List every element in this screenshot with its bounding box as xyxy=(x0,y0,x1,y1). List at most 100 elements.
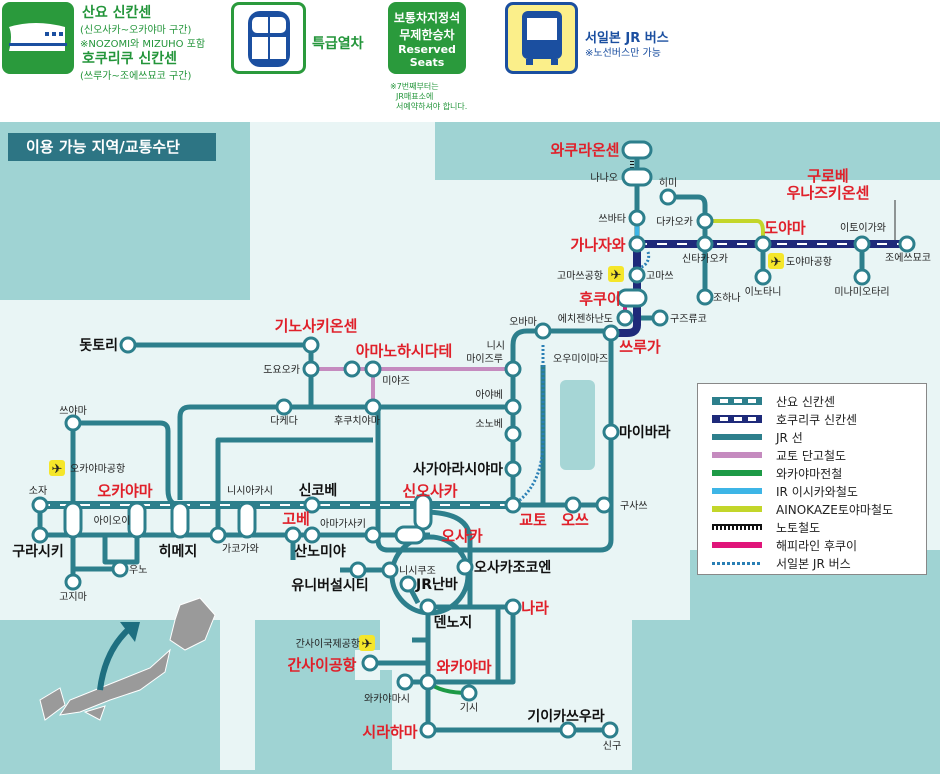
station-marker[interactable] xyxy=(381,561,399,579)
station-sonobe[interactable]: 소노베 xyxy=(475,418,522,443)
station-wakayama[interactable]: 와카야마 xyxy=(419,658,492,691)
station-minamiotari[interactable]: 미나미오타리 xyxy=(834,268,890,298)
station-toyama[interactable]: 도야마 xyxy=(754,219,806,253)
station-himi[interactable]: 히미 xyxy=(659,177,677,206)
station-otsu[interactable]: 오쓰 xyxy=(561,496,589,529)
station-marker[interactable] xyxy=(64,573,82,591)
station-marker[interactable] xyxy=(504,398,522,416)
station-marker[interactable] xyxy=(651,309,669,327)
station-tennoji[interactable]: 덴노지 xyxy=(419,598,472,631)
station-marker[interactable] xyxy=(504,360,522,378)
station-amanohashidate[interactable]: 아마노하시다테 xyxy=(343,342,452,378)
station-marker[interactable] xyxy=(534,322,552,340)
station-marker[interactable] xyxy=(394,525,426,545)
station-takeda[interactable]: 다케다 xyxy=(270,398,298,427)
station-kuzuryu[interactable]: 구즈류코 xyxy=(651,309,707,327)
station-kakogawa[interactable]: 가코가와 xyxy=(209,526,259,555)
station-marker[interactable] xyxy=(119,336,137,354)
station-saga[interactable]: 사가아라시야마 xyxy=(413,460,522,478)
station-marker[interactable] xyxy=(237,501,257,539)
station-universal[interactable]: 유니버설시티 xyxy=(291,561,369,594)
station-obama[interactable]: 오바마 xyxy=(509,316,552,340)
station-shintakaoka[interactable]: 신타카오카 xyxy=(682,235,728,265)
station-marker[interactable] xyxy=(170,501,190,539)
station-tottori[interactable]: 돗토리 xyxy=(79,336,137,354)
station-marker[interactable] xyxy=(364,398,382,416)
station-marker[interactable] xyxy=(396,673,414,691)
station-himeji[interactable]: 히메지 xyxy=(159,501,198,560)
station-kurobe1[interactable]: 구로베 xyxy=(807,167,848,185)
station-fukuchiyama[interactable]: 후쿠치야마 xyxy=(334,398,382,427)
station-kurobe2[interactable]: 우나즈키온센 xyxy=(787,184,870,202)
station-wakura[interactable]: 와쿠라온센 xyxy=(550,140,653,160)
station-marker[interactable] xyxy=(349,561,367,579)
station-kishi[interactable]: 기시 xyxy=(460,684,478,714)
station-marker[interactable] xyxy=(898,235,916,253)
station-marker[interactable] xyxy=(302,360,320,378)
station-marker[interactable] xyxy=(559,721,577,739)
station-toyooka[interactable]: 도요오카 xyxy=(263,360,320,378)
station-marker[interactable] xyxy=(616,309,634,327)
station-fukui[interactable]: 후쿠이 xyxy=(579,288,648,308)
station-marker[interactable] xyxy=(754,235,772,253)
station-marker[interactable] xyxy=(31,496,49,514)
station-tsuyama[interactable]: 쓰야마 xyxy=(59,405,87,432)
station-johana[interactable]: 조하나 xyxy=(696,288,741,306)
station-marker[interactable] xyxy=(602,324,620,342)
station-marker[interactable] xyxy=(616,288,648,308)
station-maibara[interactable]: 마이바라 xyxy=(602,423,671,441)
station-kobe[interactable]: 고베 xyxy=(282,510,310,544)
station-sannomiya[interactable]: 산노미야 xyxy=(294,526,346,560)
station-nanao[interactable]: 나나오 xyxy=(590,167,653,187)
station-tsuruga[interactable]: 쓰루가 xyxy=(602,324,661,356)
station-marker[interactable] xyxy=(601,721,619,739)
station-uno[interactable]: 우노 xyxy=(111,560,147,578)
station-shirahama[interactable]: 시라하마 xyxy=(362,721,437,741)
station-nishikujo[interactable]: 니시쿠조 xyxy=(381,561,436,579)
station-soja[interactable]: 소자 xyxy=(29,485,49,514)
station-marker[interactable] xyxy=(419,598,437,616)
station-shinkobe[interactable]: 신코베 xyxy=(299,483,338,514)
station-marker[interactable] xyxy=(111,560,129,578)
station-marker[interactable] xyxy=(364,360,382,378)
station-marker[interactable] xyxy=(754,268,772,286)
station-shingu[interactable]: 신구 xyxy=(601,721,621,752)
station-marker[interactable] xyxy=(361,654,379,672)
station-marker[interactable] xyxy=(209,526,227,544)
station-marker[interactable] xyxy=(504,460,522,478)
station-miyazu[interactable]: 미야즈 xyxy=(364,360,410,387)
station-kyoto[interactable]: 교토 xyxy=(504,496,547,529)
station-marker[interactable] xyxy=(64,414,82,432)
station-kix_ap[interactable]: ✈간사이국제공항 xyxy=(296,635,375,652)
station-marker[interactable] xyxy=(621,140,653,160)
station-marker[interactable] xyxy=(659,188,677,206)
station-namba[interactable]: JR난바 xyxy=(399,575,458,593)
station-marker[interactable] xyxy=(628,235,646,253)
station-wakayamashi[interactable]: 와카야마시 xyxy=(364,673,414,705)
station-marker[interactable] xyxy=(31,526,49,544)
station-marker[interactable] xyxy=(504,496,522,514)
station-marker[interactable] xyxy=(364,526,382,544)
station-marker[interactable] xyxy=(602,423,620,441)
station-itoigawa[interactable]: 이토이가와 xyxy=(840,222,886,253)
station-marker[interactable] xyxy=(696,212,714,230)
station-marker[interactable] xyxy=(564,496,582,514)
station-amagasaki[interactable]: 아마가사키 xyxy=(320,518,382,544)
station-inotani[interactable]: 이노타니 xyxy=(745,268,782,298)
station-marker[interactable] xyxy=(413,493,433,531)
station-joetsu[interactable]: 조에쓰묘코 xyxy=(885,235,931,264)
station-nishiakashi[interactable]: 니시아카시 xyxy=(227,485,273,539)
station-marker[interactable] xyxy=(275,398,293,416)
station-marker[interactable] xyxy=(628,209,646,227)
station-maizuru[interactable]: 마이즈루 xyxy=(466,353,522,378)
station-marker[interactable] xyxy=(504,425,522,443)
station-kiikatsuura[interactable]: 기이카쓰우라 xyxy=(527,708,605,739)
station-marker[interactable] xyxy=(621,167,653,187)
station-okayama[interactable]: 오카야마 xyxy=(63,482,153,539)
station-kojima[interactable]: 고지마 xyxy=(59,573,87,603)
station-osaka[interactable]: 오사카 xyxy=(394,525,483,545)
station-aioi[interactable]: 아이오이 xyxy=(94,501,147,539)
station-marker[interactable] xyxy=(63,501,83,539)
station-kinosaki[interactable]: 기노사키온센 xyxy=(275,317,358,354)
station-marker[interactable] xyxy=(853,268,871,286)
